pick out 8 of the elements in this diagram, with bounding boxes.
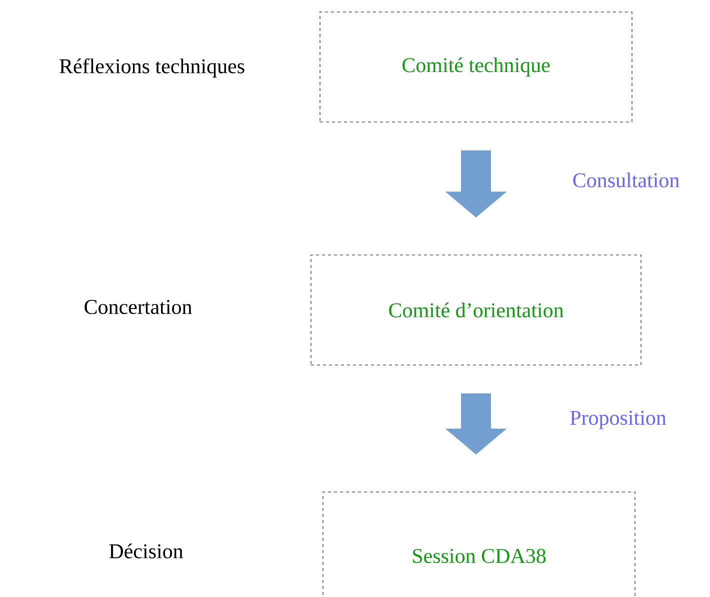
stage-label: Décision (109, 544, 184, 558)
dashed-box: Comité d’orientation (310, 254, 642, 366)
stage-label: Concertation (84, 300, 192, 314)
edge-label: Proposition (568, 410, 668, 430)
stage-label: Réflexions techniques (60, 58, 244, 78)
dashed-box: Comité technique (320, 12, 632, 122)
dashed-box: Session CDA38 (322, 492, 636, 597)
edge-label: Consultation (571, 172, 681, 188)
